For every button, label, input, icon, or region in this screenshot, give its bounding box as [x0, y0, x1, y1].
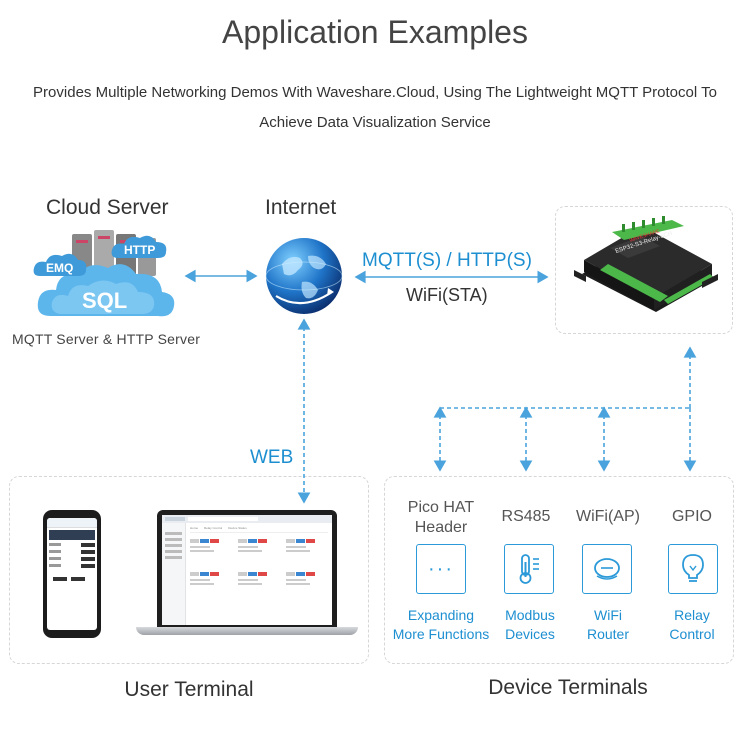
laptop-tab-1: Home — [190, 526, 199, 530]
page-title: Application Examples — [222, 14, 528, 50]
terminal-name: GPIO — [671, 508, 712, 525]
internet-label: Internet — [265, 196, 337, 219]
laptop-tab-2: Relay Control — [204, 526, 223, 530]
globe-icon — [265, 238, 343, 314]
thermometer-icon — [504, 544, 554, 594]
user-terminal-label: User Terminal — [124, 678, 254, 701]
dots-icon: ··· — [416, 544, 466, 594]
terminal-desc-pico: Expanding More Functions — [392, 607, 490, 642]
terminal-wifi-ap: WiFi(AP) — [566, 508, 650, 526]
cloud-server-illustration: EMQ HTTP SQL — [33, 230, 175, 317]
phone-screen — [47, 518, 97, 630]
web-label: WEB — [250, 447, 294, 468]
terminal-name: RS485 — [501, 508, 551, 525]
terminal-desc-gpio: Relay Control — [669, 607, 715, 642]
laptop-base — [136, 627, 358, 635]
terminal-desc-rs485: Modbus Devices — [505, 607, 555, 642]
http-tag: HTTP — [124, 243, 155, 257]
subtitle-line-2: Achieve Data Visualization Service — [259, 114, 491, 131]
bulb-icon — [668, 544, 718, 594]
relay-device: ESP32-S3-Relay-6CH WAVESHARE — [574, 216, 718, 312]
wifi-sta-label: WiFi(STA) — [406, 285, 488, 305]
laptop-tab-3: Device Status — [228, 526, 247, 530]
laptop-screen: Home Relay Control Device Status — [162, 515, 332, 625]
terminal-rs485: RS485 — [486, 508, 566, 526]
terminal-gpio: GPIO — [652, 508, 732, 526]
terminal-name: WiFi(AP) — [576, 508, 640, 525]
router-icon — [582, 544, 632, 594]
laptop-device: Home Relay Control Device Status — [157, 510, 337, 628]
terminal-desc-wifi: WiFi Router — [586, 607, 630, 642]
emq-tag: EMQ — [46, 261, 73, 275]
subtitle-line-1: Provides Multiple Networking Demos With … — [33, 84, 717, 101]
protocol-label: MQTT(S) / HTTP(S) — [362, 250, 532, 271]
phone-header-bar — [49, 530, 95, 540]
sql-tag: SQL — [82, 288, 127, 313]
device-terminals-label: Device Terminals — [488, 676, 648, 699]
cloud-server-caption: MQTT Server & HTTP Server — [12, 331, 201, 347]
cloud-server-label: Cloud Server — [46, 196, 169, 219]
terminal-name: Pico HAT Header — [407, 499, 475, 536]
terminal-pico-hat: Pico HAT Header — [394, 498, 488, 538]
phone-device — [43, 510, 101, 638]
